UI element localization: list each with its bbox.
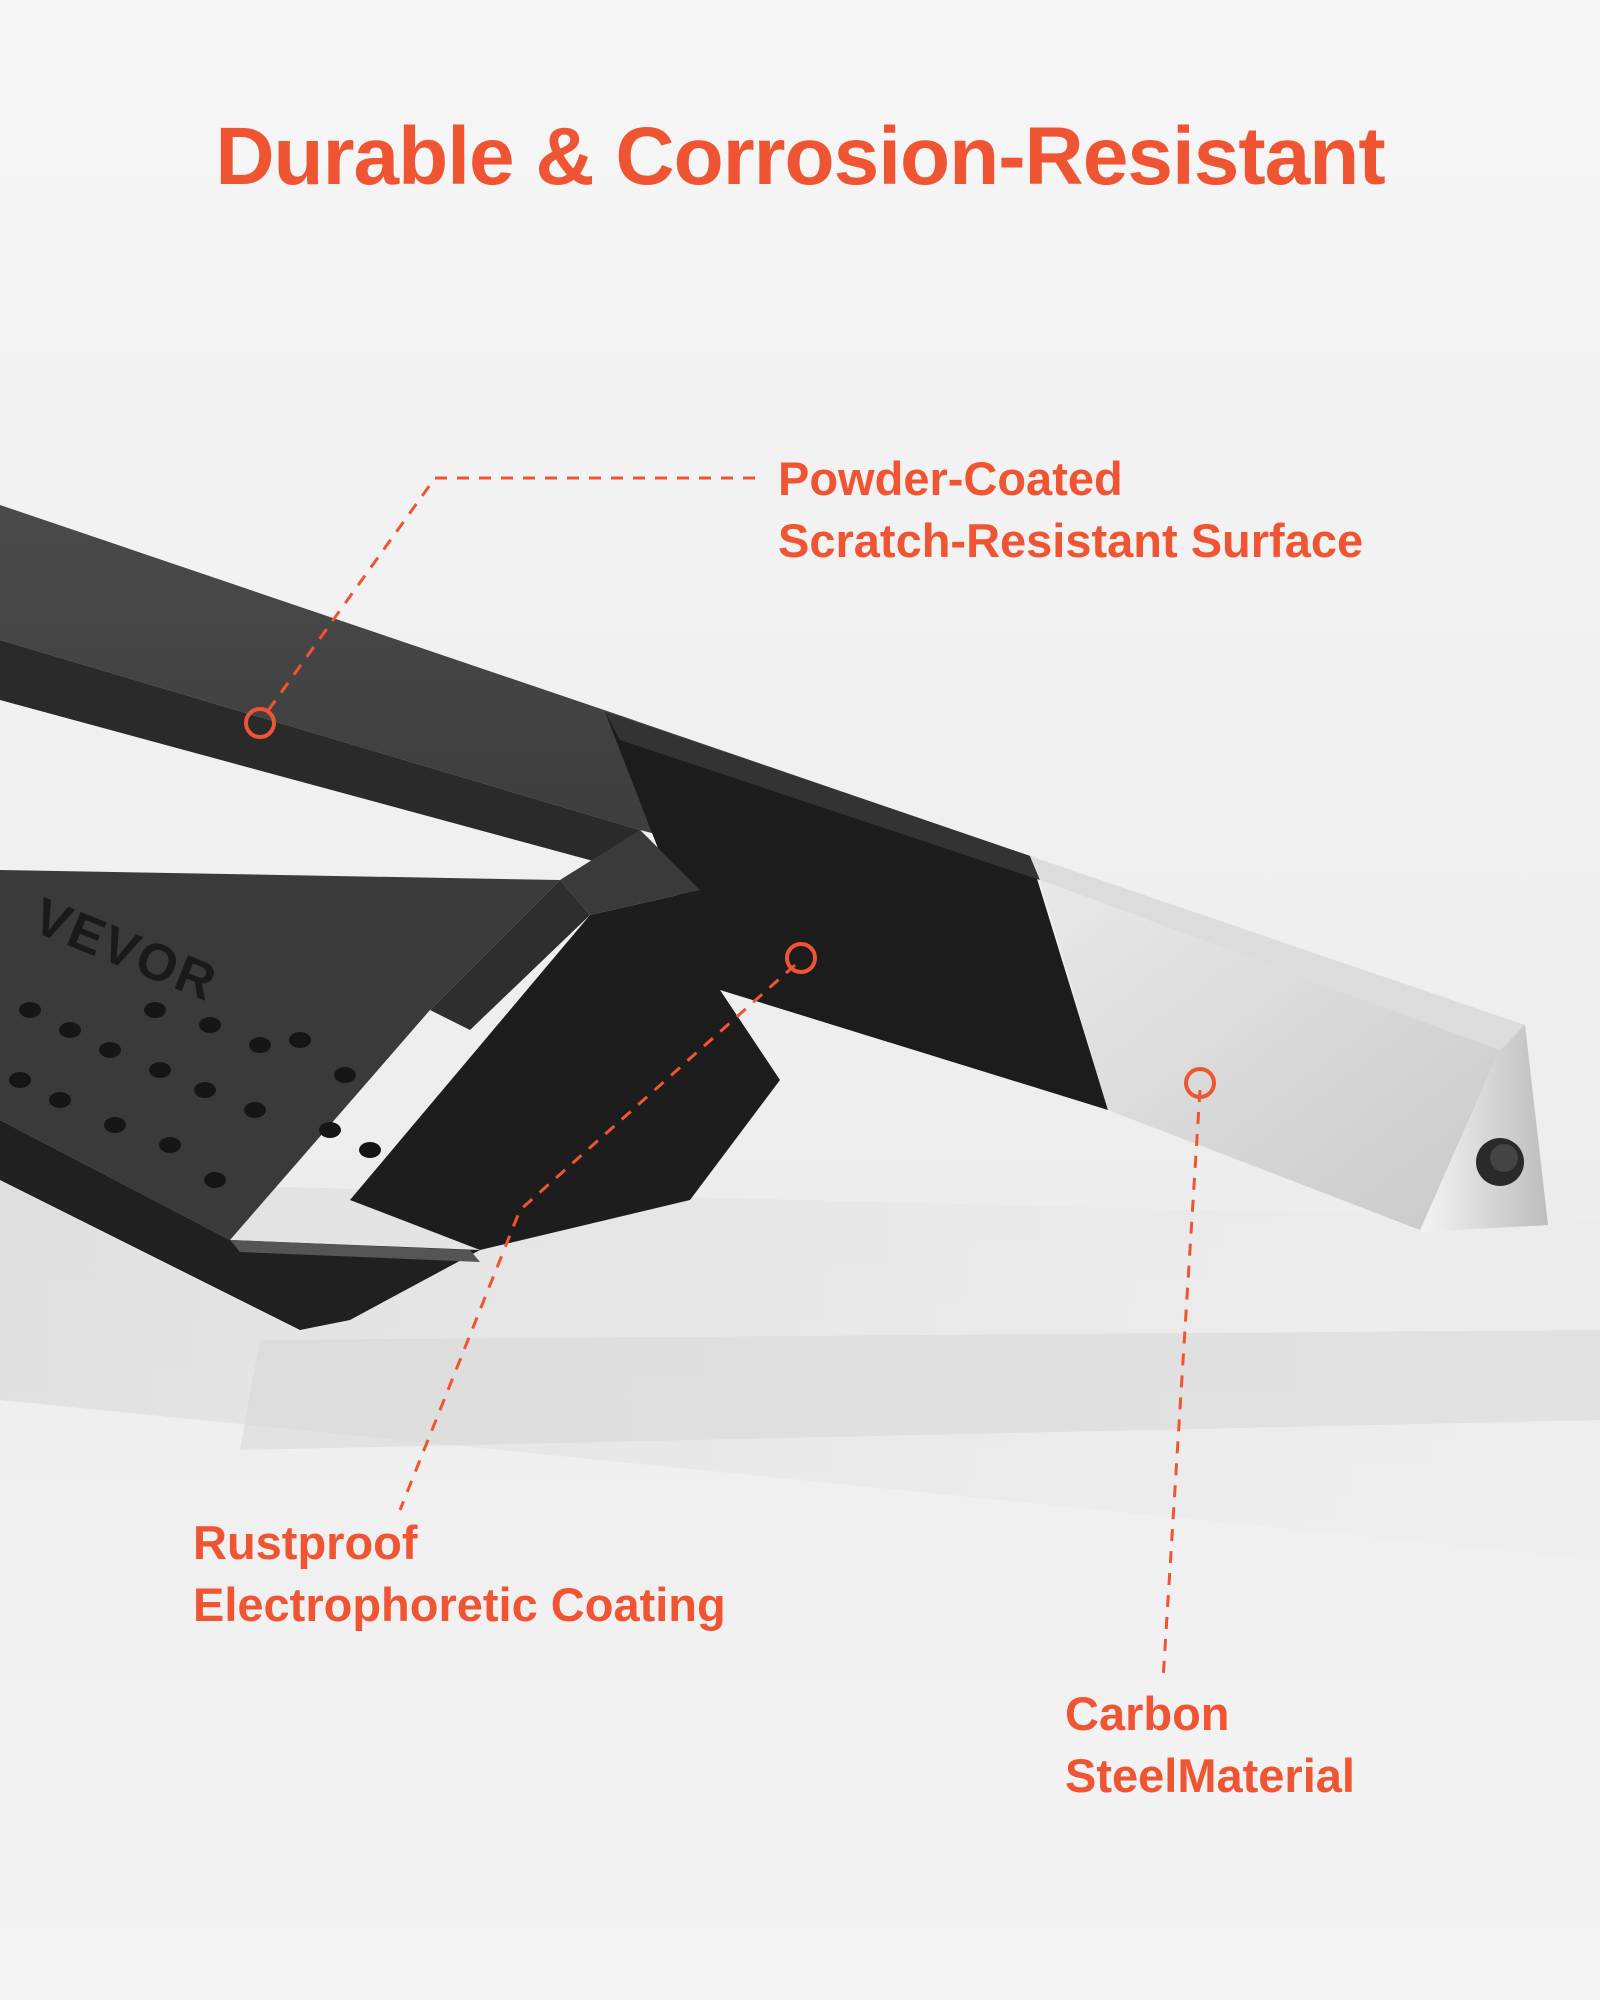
callout-markers	[244, 707, 1216, 1099]
leader-carbon	[1161, 1089, 1202, 1681]
step-plate-top	[0, 870, 560, 1240]
callout-powder-line2: Scratch-Resistant Surface	[778, 514, 1364, 567]
black-band-top	[605, 712, 1040, 880]
leader-rust	[398, 963, 796, 1511]
marker-rust	[785, 942, 817, 974]
bracket-inner	[560, 830, 700, 915]
steel-end-cap	[1420, 1025, 1548, 1232]
steel-segment-top	[1030, 856, 1525, 1050]
callout-rustproof: Rustproof Electrophoretic Coating	[193, 1512, 726, 1636]
callout-carbon-line1: Carbon	[1065, 1687, 1230, 1740]
leader-lines	[263, 476, 1202, 1681]
banner-title: Durable & Corrosion-Resistant	[215, 111, 1385, 202]
step-plate-edge	[230, 1240, 480, 1262]
callout-carbon-steel: Carbon SteelMaterial	[1065, 1683, 1355, 1807]
step-plate-front	[0, 1120, 480, 1330]
step-holes	[9, 1002, 381, 1188]
callout-powder-coated: Powder-Coated Scratch-Resistant Surface	[778, 448, 1363, 572]
marker-powder	[244, 707, 276, 739]
marker-carbon	[1184, 1067, 1216, 1099]
callout-carbon-line2: SteelMaterial	[1065, 1749, 1355, 1802]
steel-segment-face	[1040, 880, 1500, 1230]
callout-rust-line2: Electrophoretic Coating	[193, 1578, 726, 1631]
bracket-front	[350, 890, 780, 1250]
callout-rust-line1: Rustproof	[193, 1516, 418, 1569]
black-band	[605, 712, 1108, 1110]
leader-powder	[263, 476, 755, 716]
callout-powder-line1: Powder-Coated	[778, 452, 1123, 505]
floor-shadow-2	[240, 1330, 1600, 1450]
upper-rail-underside	[0, 640, 700, 890]
bracket-upright	[430, 880, 590, 1030]
